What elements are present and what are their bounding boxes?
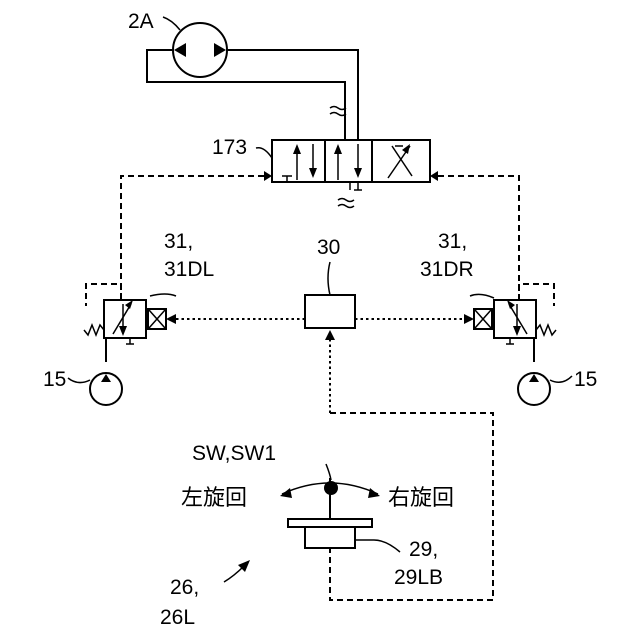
machine-label-2: 26L bbox=[160, 606, 195, 629]
pressure-valve-left bbox=[84, 284, 176, 362]
pilot-pump-right bbox=[518, 373, 572, 405]
lever-label-1: 29, bbox=[409, 538, 438, 561]
control-valve-label: 173 bbox=[212, 136, 247, 159]
pilot-pump-left-label: 15 bbox=[43, 368, 66, 391]
machine-label-1: 26, bbox=[170, 576, 199, 599]
hydraulic-motor bbox=[163, 17, 227, 77]
motor-line-b bbox=[226, 50, 358, 140]
pressure-valve-left-label-2: 31DL bbox=[164, 258, 214, 281]
motor-label: 2A bbox=[128, 10, 154, 33]
machine-reference-arrow bbox=[224, 560, 250, 582]
pressure-valve-right-label-2: 31DR bbox=[420, 258, 474, 281]
pilot-pump-left bbox=[68, 373, 122, 405]
operation-lever bbox=[280, 464, 400, 552]
controller-box bbox=[305, 295, 355, 328]
pressure-valve-right bbox=[470, 284, 556, 362]
controller-label: 30 bbox=[317, 236, 340, 259]
switch-label: SW,SW1 bbox=[192, 442, 276, 465]
control-valve bbox=[256, 107, 438, 208]
pilot-pump-right-label: 15 bbox=[574, 368, 597, 391]
pressure-valve-left-label-1: 31, bbox=[164, 230, 193, 253]
pressure-valve-right-label-1: 31, bbox=[438, 230, 467, 253]
lever-label-2: 29LB bbox=[394, 566, 443, 589]
turn-right-label: 右旋回 bbox=[388, 486, 454, 511]
turn-left-label: 左旋回 bbox=[181, 486, 247, 511]
